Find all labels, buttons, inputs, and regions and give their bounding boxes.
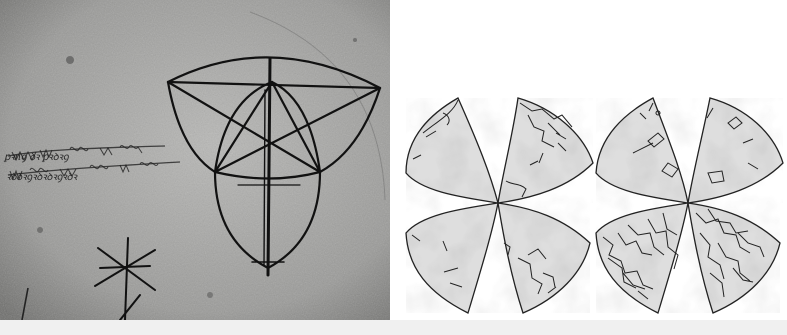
octant-map-drawing	[400, 0, 787, 320]
manuscript-drawing: ꝑꝛnꝯ ꝺꝛ ꝑꝛꝺꝛꝯ ꝛꝺꝺꝛꝯꝛꝺꝛꝺꝛꝯꝛꝺꝛ	[0, 0, 390, 320]
bottom-strip	[0, 320, 787, 335]
octant-world-map	[400, 0, 787, 320]
manuscript-sketch: ꝑꝛnꝯ ꝺꝛ ꝑꝛꝺꝛꝯ ꝛꝺꝺꝛꝯꝛꝺꝛꝺꝛꝯꝛꝺꝛ	[0, 0, 390, 320]
